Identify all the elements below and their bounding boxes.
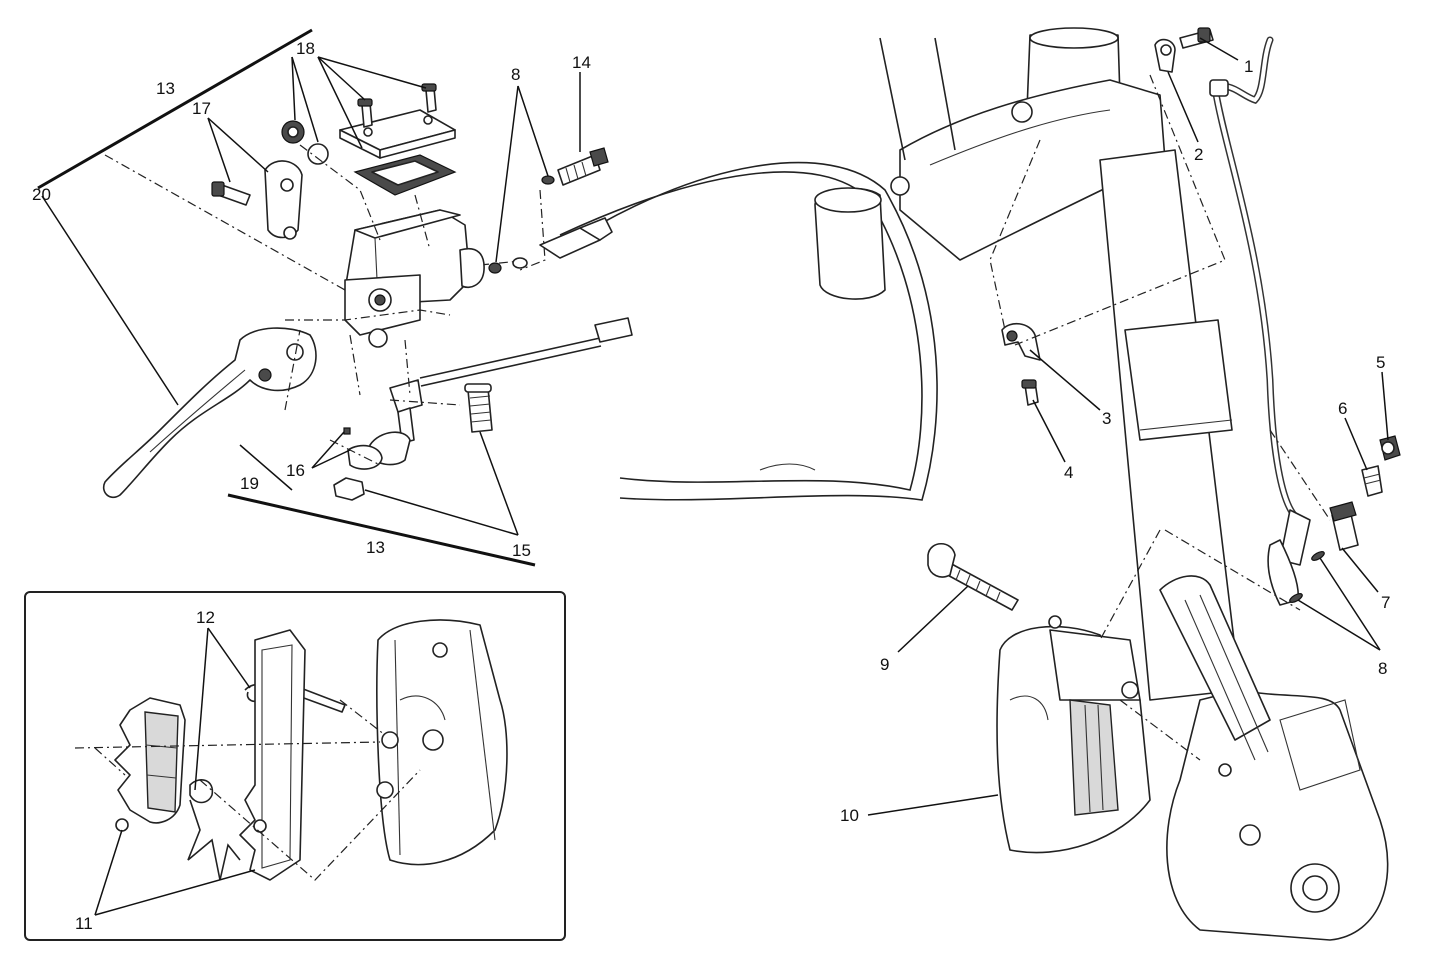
bleed-cap-5 bbox=[1379, 435, 1401, 461]
banjo-bolt-7 bbox=[1329, 501, 1359, 551]
front-fork-assembly bbox=[559, 27, 1389, 941]
inset-brake-pad-detail bbox=[24, 591, 566, 941]
callout-15: 15 bbox=[512, 541, 531, 560]
callout-17: 17 bbox=[192, 99, 211, 118]
hose-clamp-1-bolt bbox=[1154, 27, 1214, 73]
leader-lines bbox=[41, 37, 1389, 916]
master-cylinder-guide-lines bbox=[104, 144, 461, 466]
callout-16: 16 bbox=[286, 461, 305, 480]
callout-1: 1 bbox=[1244, 57, 1253, 76]
caliper-bolt-9 bbox=[927, 542, 1019, 611]
brake-switch-assembly bbox=[333, 317, 633, 501]
bleed-valve-6 bbox=[1361, 465, 1383, 497]
callout-19: 19 bbox=[240, 474, 259, 493]
callout-8-top: 8 bbox=[511, 65, 520, 84]
callout-13-bottom: 13 bbox=[366, 538, 385, 557]
callout-3: 3 bbox=[1102, 409, 1111, 428]
callout-6: 6 bbox=[1338, 399, 1347, 418]
assembly-guide-lines bbox=[479, 74, 1331, 761]
callout-11: 11 bbox=[75, 914, 93, 933]
screw-4 bbox=[1021, 379, 1039, 406]
callout-13-top: 13 bbox=[156, 79, 175, 98]
group-brackets bbox=[37, 28, 536, 567]
callout-4: 4 bbox=[1064, 463, 1073, 482]
callout-20: 20 bbox=[32, 185, 51, 204]
callout-18: 18 bbox=[296, 39, 315, 58]
brake-lever-20 bbox=[102, 327, 317, 499]
master-cylinder-assembly bbox=[211, 83, 613, 348]
brake-caliper-10 bbox=[996, 615, 1151, 854]
callout-8-right: 8 bbox=[1378, 659, 1387, 678]
callout-labels: 1 2 3 4 5 6 7 8 9 10 11 12 13 13 14 15 1… bbox=[32, 39, 1390, 933]
callout-5: 5 bbox=[1376, 353, 1385, 372]
callout-9: 9 bbox=[880, 655, 889, 674]
callout-2: 2 bbox=[1194, 145, 1203, 164]
callout-10: 10 bbox=[840, 806, 859, 825]
callout-14: 14 bbox=[572, 53, 591, 72]
callout-7: 7 bbox=[1381, 593, 1390, 612]
callout-12: 12 bbox=[196, 608, 215, 627]
